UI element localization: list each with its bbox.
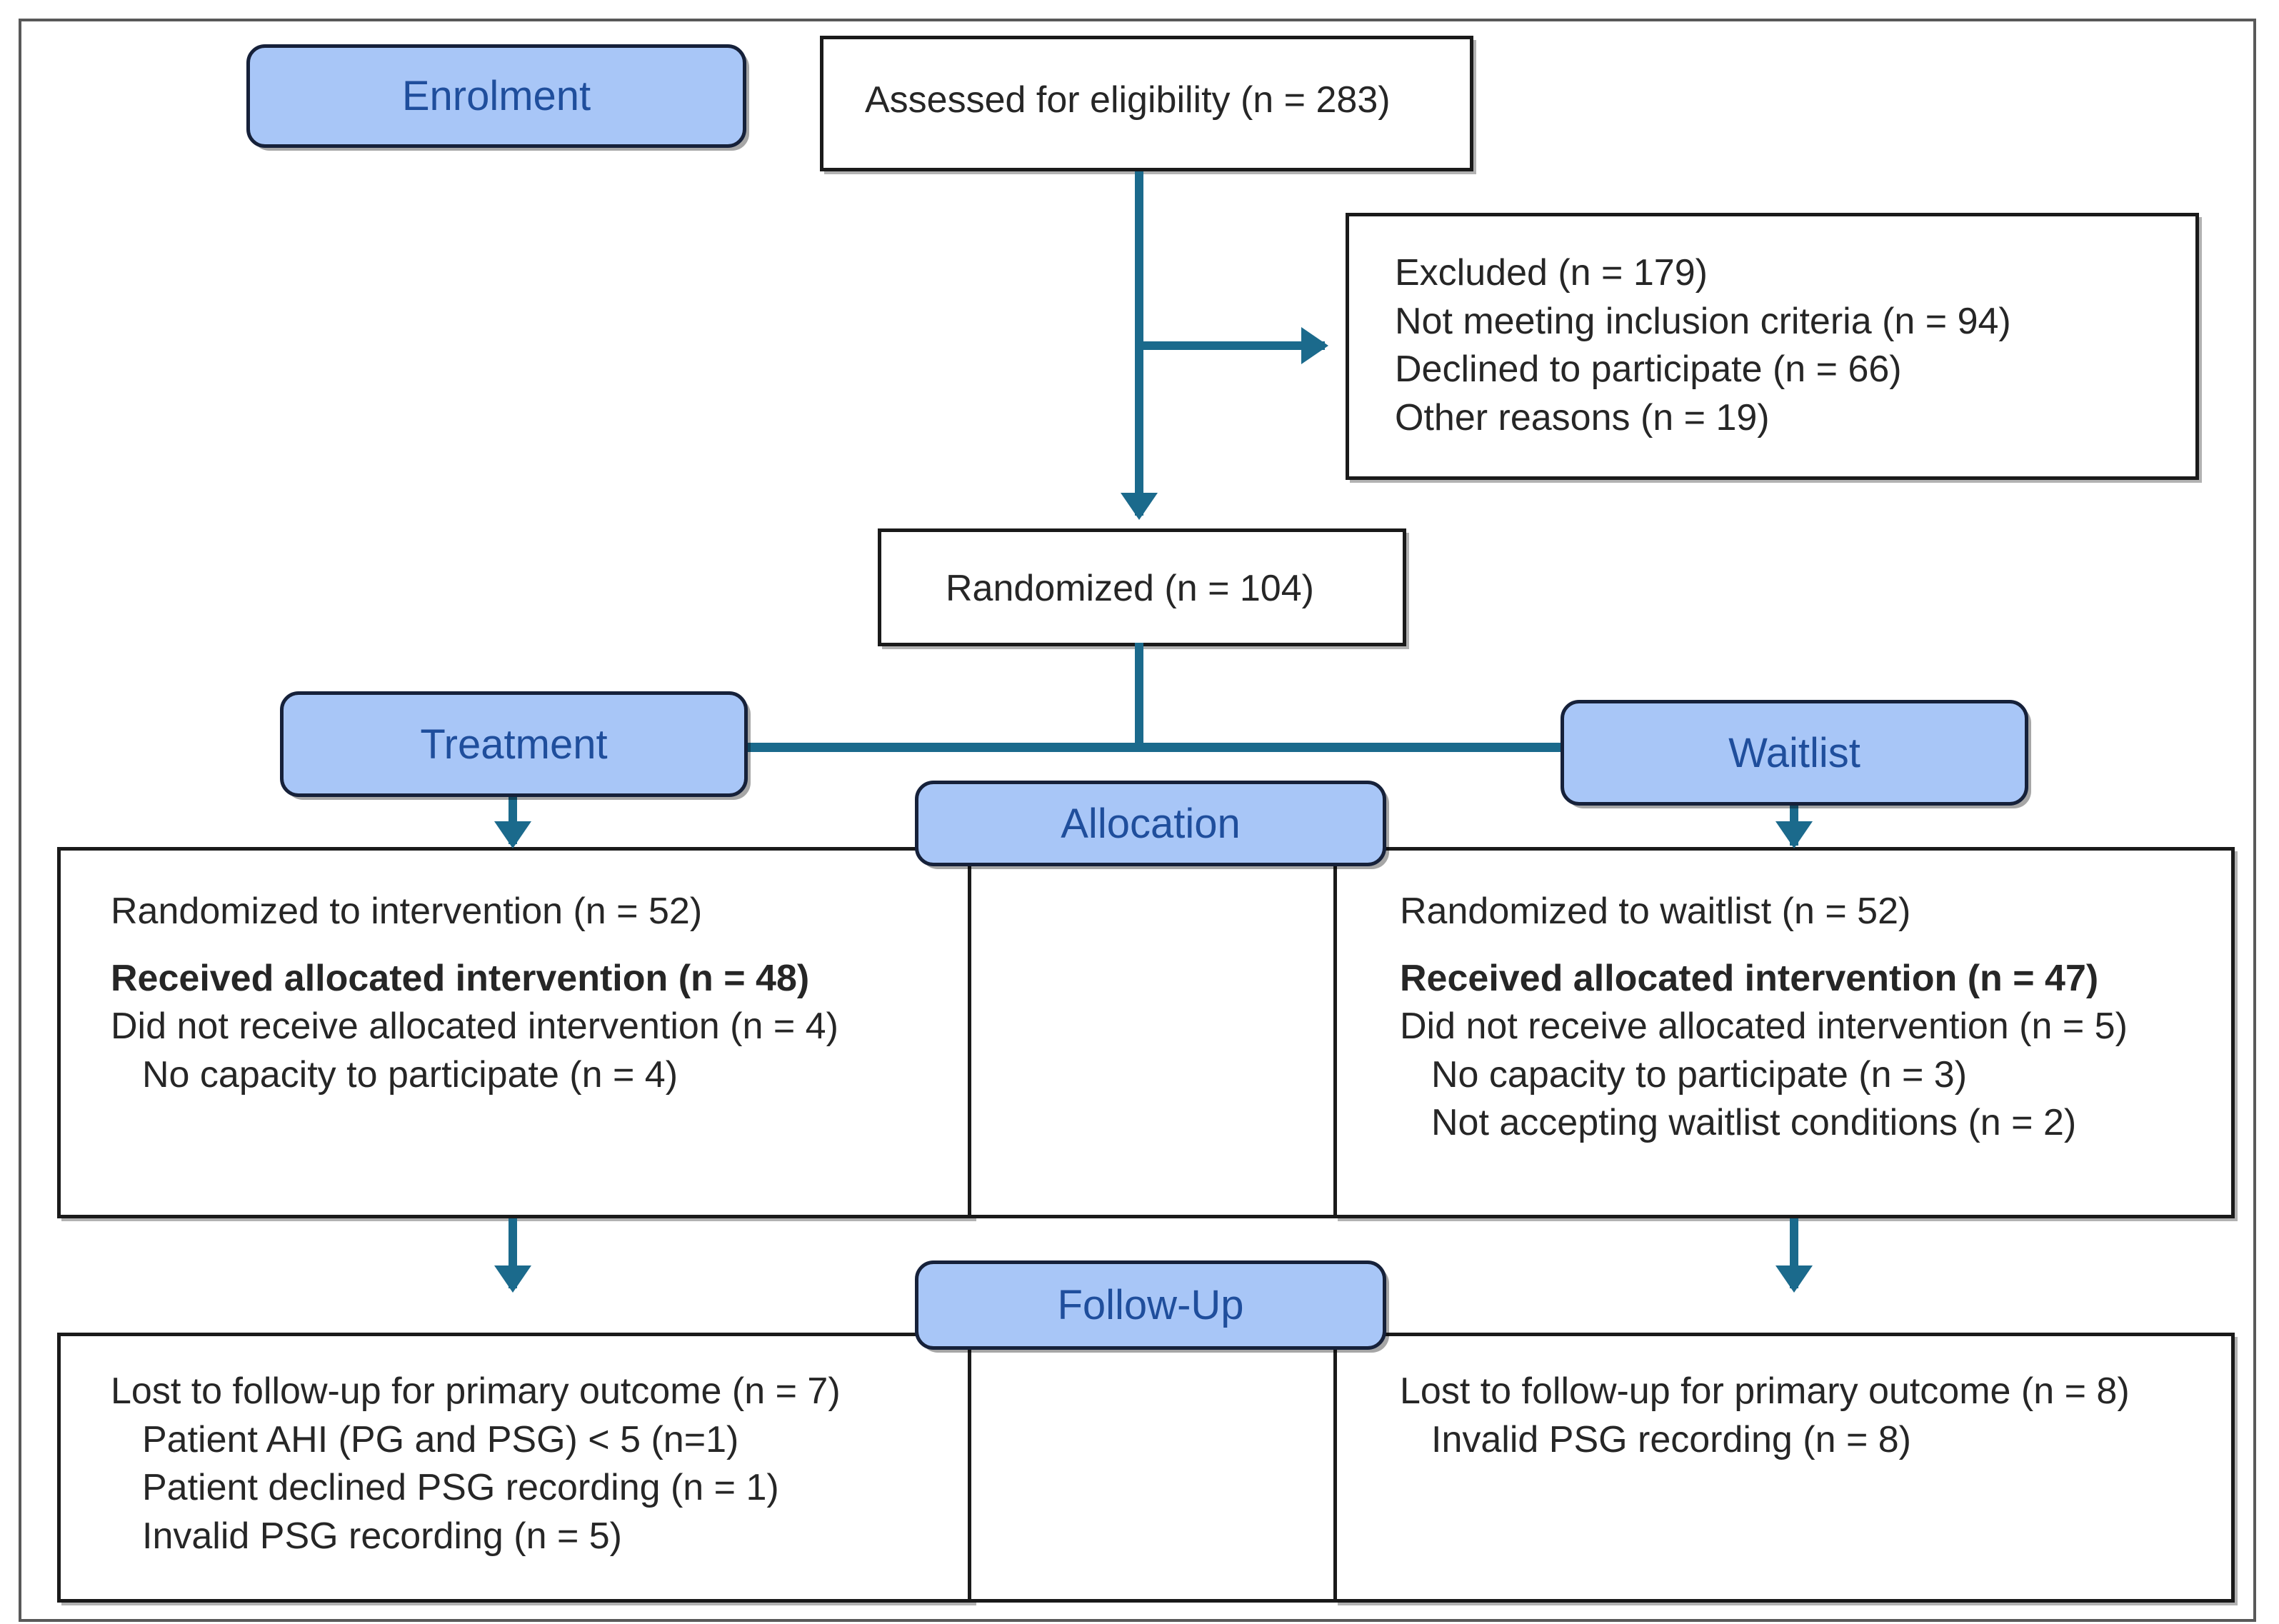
allocation-right-box: Randomized to waitlist (n = 52) Received… xyxy=(1333,847,2235,1218)
allocation-left-text: Randomized to intervention (n = 52) Rece… xyxy=(111,888,838,1099)
followup-middle-spacer-box xyxy=(968,1333,1339,1603)
followup-right-text: Lost to follow-up for primary outcome (n… xyxy=(1400,1368,2130,1464)
allocation-left-box: Randomized to intervention (n = 52) Rece… xyxy=(57,847,973,1218)
stage-badge-treatment: Treatment xyxy=(280,691,748,797)
connector-assessed-to-excluded xyxy=(1139,341,1325,350)
allocation-right-line-5: Not accepting waitlist conditions (n = 2… xyxy=(1431,1102,2077,1144)
followup-right-line-2: Invalid PSG recording (n = 8) xyxy=(1431,1418,1911,1460)
allocation-right-line-1: Randomized to waitlist (n = 52) xyxy=(1400,891,1911,932)
assessed-for-eligibility-box: Assessed for eligibility (n = 283) xyxy=(820,36,1473,171)
followup-right-line-1: Lost to follow-up for primary outcome (n… xyxy=(1400,1370,2130,1412)
stage-badge-followup-label: Follow-Up xyxy=(1057,1282,1244,1328)
stage-badge-allocation: Allocation xyxy=(915,781,1386,866)
allocation-left-line-4: No capacity to participate (n = 4) xyxy=(142,1053,678,1096)
stage-badge-waitlist: Waitlist xyxy=(1561,700,2028,806)
arrowhead-waitlist-to-allocation-right xyxy=(1775,821,1813,848)
stage-badge-enrolment: Enrolment xyxy=(246,44,746,148)
allocation-middle-spacer-box xyxy=(968,847,1339,1218)
followup-right-box: Lost to follow-up for primary outcome (n… xyxy=(1333,1333,2235,1603)
allocation-left-line-2: Received allocated intervention (n = 48) xyxy=(111,957,810,999)
randomized-box: Randomized (n = 104) xyxy=(878,528,1406,646)
followup-left-text: Lost to follow-up for primary outcome (n… xyxy=(111,1368,841,1560)
arrowhead-assessed-to-excluded xyxy=(1301,327,1328,364)
excluded-box: Excluded (n = 179) Not meeting inclusion… xyxy=(1346,213,2199,480)
connector-randomized-to-split xyxy=(1135,643,1143,751)
followup-left-box: Lost to follow-up for primary outcome (n… xyxy=(57,1333,973,1603)
stage-badge-treatment-label: Treatment xyxy=(420,721,608,768)
followup-left-line-4: Invalid PSG recording (n = 5) xyxy=(142,1515,622,1557)
arrowhead-allocation-left-to-followup-left xyxy=(494,1265,531,1293)
arrowhead-assessed-to-randomized xyxy=(1121,493,1158,520)
allocation-right-text: Randomized to waitlist (n = 52) Received… xyxy=(1400,888,2128,1148)
stage-badge-enrolment-label: Enrolment xyxy=(401,73,591,119)
excluded-text: Excluded (n = 179) Not meeting inclusion… xyxy=(1395,252,2011,438)
allocation-right-line-2: Received allocated intervention (n = 47) xyxy=(1400,957,2099,999)
followup-left-line-3: Patient declined PSG recording (n = 1) xyxy=(142,1467,779,1509)
arrowhead-treatment-to-allocation-left xyxy=(494,821,531,848)
followup-left-line-1: Lost to follow-up for primary outcome (n… xyxy=(111,1370,841,1412)
stage-badge-allocation-label: Allocation xyxy=(1061,800,1241,847)
connector-split-horizontal xyxy=(743,743,1568,752)
allocation-right-line-4: No capacity to participate (n = 3) xyxy=(1431,1053,1968,1096)
allocation-right-line-3: Did not receive allocated intervention (… xyxy=(1400,1006,2128,1048)
allocation-left-line-3: Did not receive allocated intervention (… xyxy=(111,1006,838,1048)
assessed-for-eligibility-text: Assessed for eligibility (n = 283) xyxy=(865,79,1391,121)
stage-badge-waitlist-label: Waitlist xyxy=(1728,729,1860,776)
randomized-text: Randomized (n = 104) xyxy=(946,568,1314,609)
arrowhead-allocation-right-to-followup-right xyxy=(1775,1265,1813,1293)
allocation-left-line-1: Randomized to intervention (n = 52) xyxy=(111,891,703,932)
followup-left-line-2: Patient AHI (PG and PSG) < 5 (n=1) xyxy=(142,1418,739,1460)
stage-badge-followup: Follow-Up xyxy=(915,1260,1386,1350)
